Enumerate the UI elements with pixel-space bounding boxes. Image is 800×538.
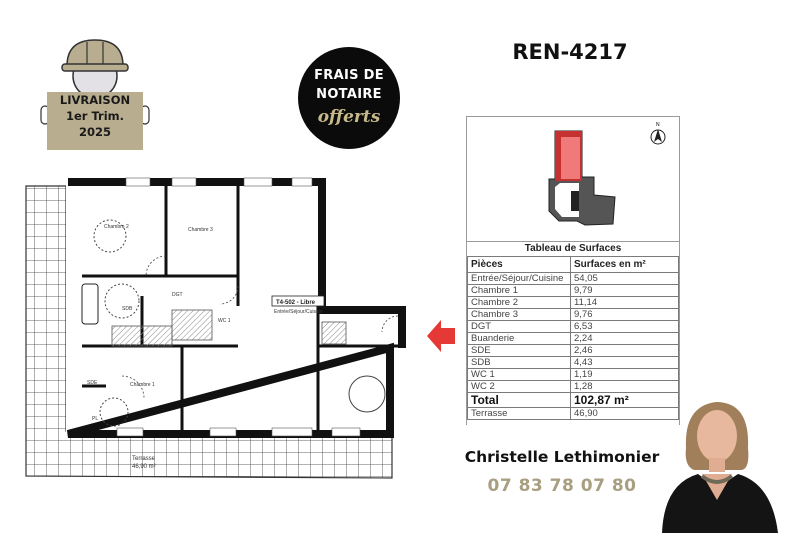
- promo-line-1: FRAIS DE: [314, 68, 384, 83]
- room-label-chambre-2: Chambre 2: [104, 224, 129, 230]
- delivery-text: LIVRAISON 1er Trim. 2025: [48, 92, 142, 140]
- entrance-arrow-icon: [427, 316, 457, 356]
- unit-label: T4-502 - Libre: [276, 300, 316, 306]
- terrasse-area: 46,90 m²: [132, 464, 156, 470]
- unit-sublabel: Entrée/Séjour/Cuisine: [274, 309, 323, 315]
- room-label-chambre-3: Chambre 3: [188, 227, 213, 233]
- key-plan: N: [467, 117, 679, 242]
- room-label-terrasse: Terrasse: [132, 456, 156, 462]
- room-label-sde: SDE: [87, 380, 98, 386]
- header-area: Surfaces en m²: [570, 256, 679, 273]
- construction-worker-helmet-icon: [40, 39, 150, 150]
- table-title: Tableau de Surfaces: [524, 243, 622, 254]
- delivery-label: LIVRAISON: [59, 93, 131, 107]
- svg-text:N: N: [656, 122, 660, 128]
- room-label-dgt: DGT: [172, 292, 183, 298]
- surfaces-table: Pièces Surfaces en m² Entrée/Séjour/Cuis…: [467, 256, 679, 420]
- room-label-wc1: WC 1: [218, 318, 231, 324]
- delivery-quarter: 1er Trim.: [65, 109, 125, 123]
- delivery-badge: LIVRAISON 1er Trim. 2025: [40, 34, 150, 152]
- surfaces-panel: N Tableau de Surfaces Pièces Surfaces en…: [466, 116, 680, 425]
- agent-phone[interactable]: 07 83 78 07 80: [487, 476, 637, 496]
- room-label-pl: PL: [92, 416, 98, 422]
- listing-reference: REN-4217: [512, 40, 628, 64]
- promo-line-3: offerts: [317, 107, 381, 127]
- table-header: Pièces Surfaces en m²: [467, 256, 679, 273]
- promo-line-2: NOTAIRE: [316, 87, 382, 102]
- header-room: Pièces: [467, 256, 571, 273]
- floor-plan: Chambre 2 Chambre 3 SDB DGT WC 1 Chambre…: [22, 176, 414, 506]
- notary-fees-badge: FRAIS DE NOTAIRE offerts: [298, 47, 400, 149]
- agent-name: Christelle Lethimonier: [464, 448, 660, 466]
- north-arrow-icon: N: [650, 122, 666, 145]
- room-label-chambre-1: Chambre 1: [130, 382, 155, 388]
- building-key-plan: N: [548, 122, 666, 226]
- agent-photo: [654, 388, 784, 533]
- room-label-sdb: SDB: [122, 306, 133, 312]
- delivery-year: 2025: [78, 125, 111, 139]
